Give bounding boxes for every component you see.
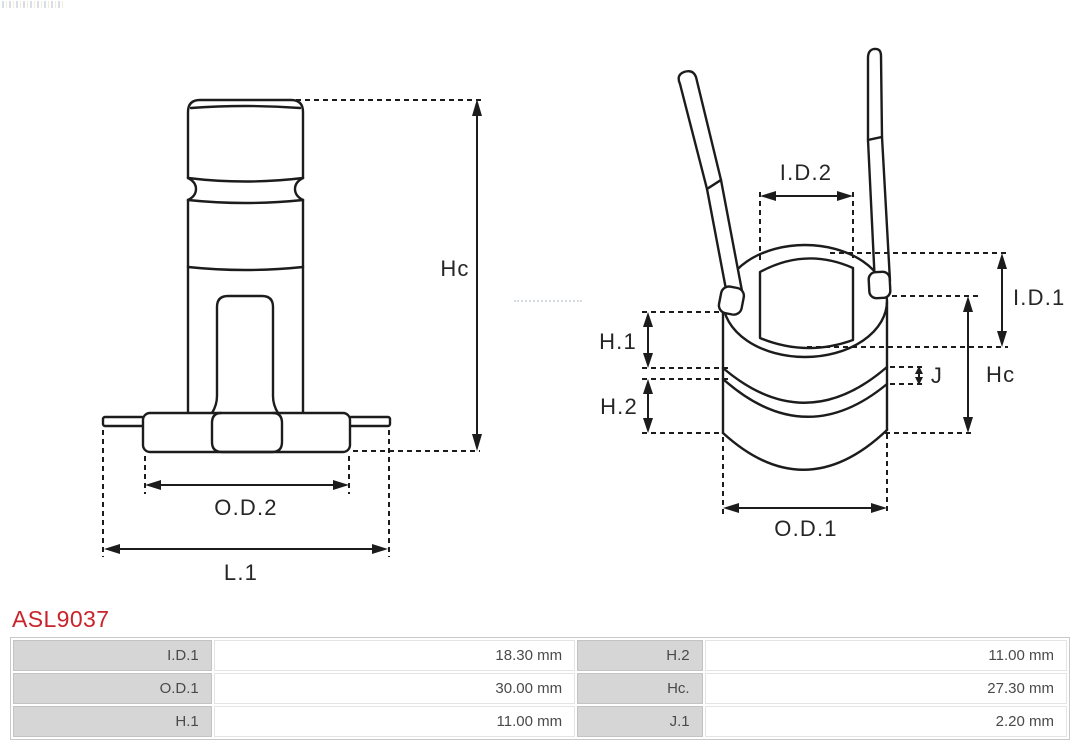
dim-label-id2: I.D.2 bbox=[780, 160, 832, 185]
spec-label: Hc. bbox=[577, 673, 703, 704]
dim-label-j: J bbox=[931, 363, 943, 388]
spec-value: 18.30 mm bbox=[213, 640, 576, 671]
noise-artifact bbox=[2, 1, 64, 8]
dim-label-od2: O.D.2 bbox=[214, 495, 277, 520]
table-row: H.1 11.00 mm J.1 2.20 mm bbox=[13, 706, 1067, 737]
spec-label: J.1 bbox=[577, 706, 703, 737]
spec-label: H.1 bbox=[13, 706, 212, 737]
spec-label: H.2 bbox=[577, 640, 703, 671]
spec-label: I.D.1 bbox=[13, 640, 212, 671]
dim-label-od1: O.D.1 bbox=[774, 516, 837, 541]
dim-label-hc-left: Hc bbox=[440, 256, 469, 281]
slip-ring-technical-drawing: Hc O.D.2 L.1 bbox=[101, 47, 1065, 585]
spec-value: 11.00 mm bbox=[213, 706, 576, 737]
watermark-dots bbox=[514, 300, 582, 302]
left-view-dimensions: Hc O.D.2 L.1 bbox=[102, 99, 484, 585]
dim-label-l1: L.1 bbox=[224, 560, 258, 585]
dim-label-id1: I.D.1 bbox=[1013, 285, 1065, 310]
left-view-outline bbox=[101, 98, 392, 454]
spec-table: I.D.1 18.30 mm H.2 11.00 mm O.D.1 30.00 … bbox=[10, 637, 1070, 740]
right-view-outline bbox=[677, 47, 892, 471]
dim-label-hc-right: Hc bbox=[986, 362, 1015, 387]
spec-value: 11.00 mm bbox=[704, 640, 1067, 671]
spec-label: O.D.1 bbox=[13, 673, 212, 704]
part-number: ASL9037 bbox=[12, 606, 110, 632]
spec-value: 30.00 mm bbox=[213, 673, 576, 704]
dim-label-h1: H.1 bbox=[599, 329, 637, 354]
spec-value: 27.30 mm bbox=[704, 673, 1067, 704]
table-row: I.D.1 18.30 mm H.2 11.00 mm bbox=[13, 640, 1067, 671]
spec-value: 2.20 mm bbox=[704, 706, 1067, 737]
table-row: O.D.1 30.00 mm Hc. 27.30 mm bbox=[13, 673, 1067, 704]
dim-label-h2: H.2 bbox=[600, 394, 638, 419]
right-view-dimensions: I.D.2 I.D.1 Hc J H.1 H.2 O.D.1 bbox=[599, 160, 1065, 541]
